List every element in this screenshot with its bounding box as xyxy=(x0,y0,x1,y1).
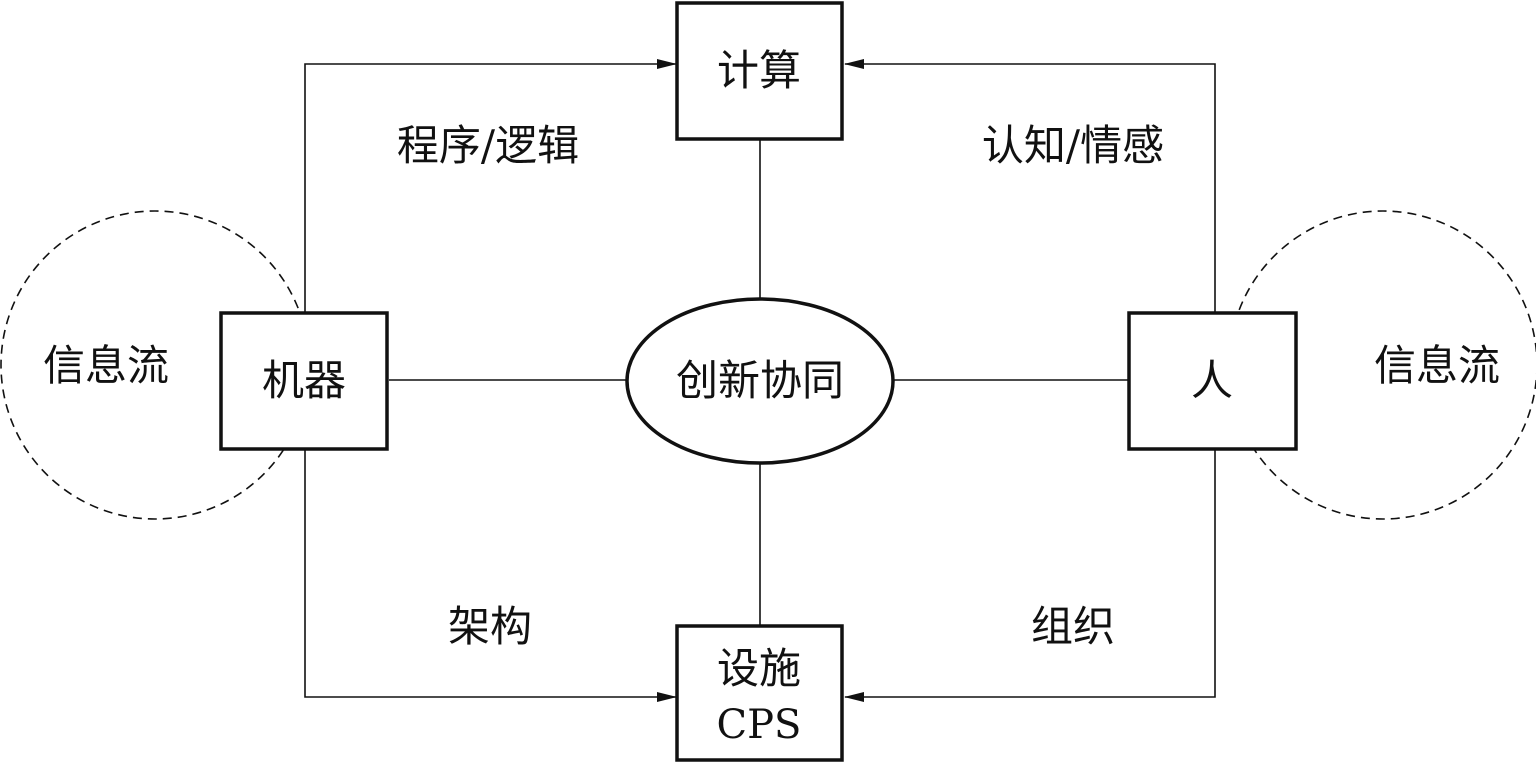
human-facility-arrow xyxy=(844,431,1220,702)
right-info-flow-label: 信息流 xyxy=(1374,341,1500,390)
computing-box xyxy=(675,1,844,141)
machine-box xyxy=(219,311,389,451)
facility-label: 设施 xyxy=(717,644,801,693)
cognition-emotion-label: 认知/情感 xyxy=(982,121,1164,170)
left-info-flow-label: 信息流 xyxy=(43,341,169,390)
program-logic-label: 程序/逻辑 xyxy=(397,121,579,170)
computing-label: 计算 xyxy=(717,46,801,95)
innovation-ellipse xyxy=(625,297,895,465)
architecture-label: 架构 xyxy=(448,602,532,651)
machine-label: 机器 xyxy=(262,356,346,405)
facility-cps-label: CPS xyxy=(717,702,802,748)
machine-computing-arrow xyxy=(300,59,677,331)
organization-label: 组织 xyxy=(1031,602,1115,651)
machine-facility-arrow xyxy=(300,431,677,702)
innovation-label: 创新协同 xyxy=(676,356,844,405)
human-computing-arrow xyxy=(844,59,1220,331)
human-label: 人 xyxy=(1191,356,1233,405)
facility-box xyxy=(675,624,844,762)
human-box xyxy=(1127,311,1298,451)
